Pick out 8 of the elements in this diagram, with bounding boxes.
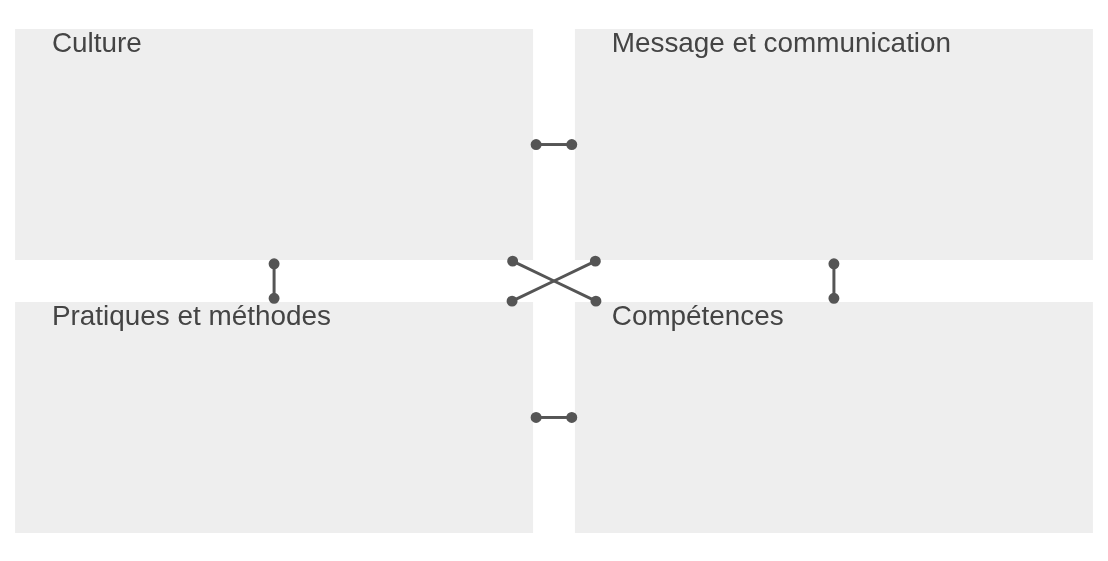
connector [828, 257, 840, 304]
node-box: Compétences [574, 301, 1093, 533]
node-box: Pratiques et méthodes [15, 301, 534, 533]
node-box: Culture [15, 28, 534, 260]
connector [530, 138, 578, 150]
connector [530, 411, 578, 423]
connector [268, 257, 280, 304]
node-box: Message et communication [574, 28, 1093, 260]
